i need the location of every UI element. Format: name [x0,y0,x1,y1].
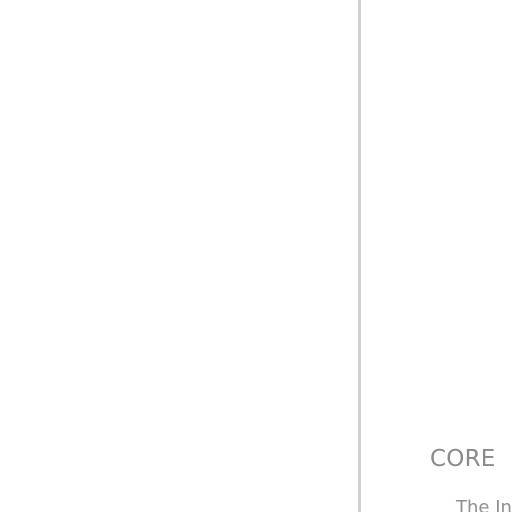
main-content-area [0,0,358,512]
nav-section-heading-core: CORE [430,446,496,472]
nav-item[interactable]: The In [456,497,512,512]
side-navigation: CORE The In [361,0,512,512]
panel-divider[interactable] [358,0,361,512]
